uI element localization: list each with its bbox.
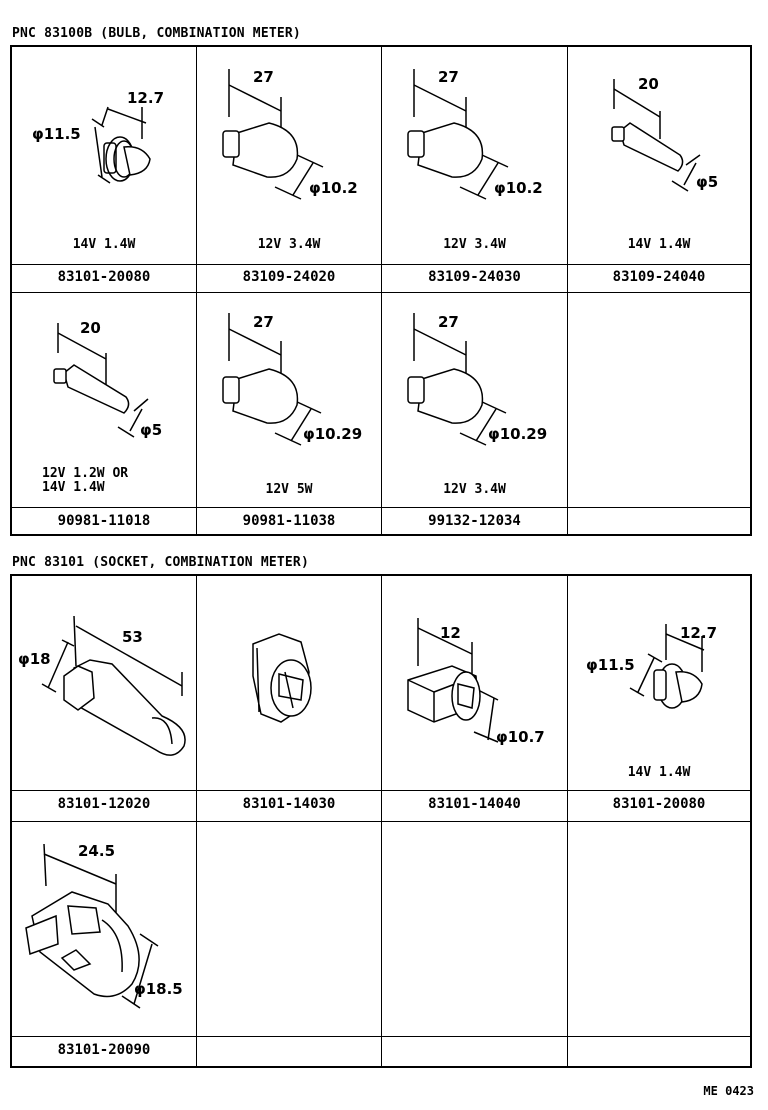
dim-length-1: 12.7 <box>127 89 164 107</box>
socket-cell-6-empty <box>197 822 381 1066</box>
bulb-spec-5: 12V 1.2W OR 14V 1.4W <box>42 466 129 495</box>
bulb-cell-7: 27 φ10.29 12V 3.4W 99132-12034 <box>382 293 567 534</box>
bulb-illustration-7: 27 φ10.29 <box>407 313 547 446</box>
bulb-part-number-2[interactable]: 83109-24020 <box>242 269 336 285</box>
socket-cell-2: 83101-14030 <box>197 576 381 821</box>
socket-illustration-4: 12.7 φ11.5 <box>586 624 717 709</box>
socket-spec-4: 14V 1.4W <box>627 765 691 780</box>
socket-dim-diameter-3: φ10.7 <box>496 728 545 746</box>
bulb-spec-4: 14V 1.4W <box>627 237 691 252</box>
socket-dim-length-4: 12.7 <box>680 624 717 642</box>
socket-illustration-2 <box>252 633 312 723</box>
socket-part-number-5[interactable]: 83101-20090 <box>57 1042 151 1058</box>
socket-dim-diameter-4: φ11.5 <box>586 656 635 674</box>
bulb-spec-2: 12V 3.4W <box>257 237 321 252</box>
bulb-cell-2: 27 φ10.2 12V 3.4W 83109-24020 <box>197 47 381 292</box>
bulb-spec-7: 12V 3.4W <box>443 482 506 497</box>
dim-length-6: 27 <box>253 313 274 331</box>
socket-cell-4: 12.7 φ11.5 14V 1.4W 83101-20080 <box>568 576 750 821</box>
bulb-illustration-4: 20 φ5 <box>611 75 718 192</box>
bulb-cell-5: 20 φ5 12V 1.2W OR 14V 1.4W 90981-11018 <box>12 293 196 534</box>
socket-grid: 53 φ18 83101-12020 83101-14030 <box>10 574 752 1068</box>
socket-cell-1: 53 φ18 83101-12020 <box>12 576 196 821</box>
dim-diameter-4: φ5 <box>696 173 718 191</box>
socket-illustration-5: 24.5 φ18.5 <box>25 842 183 1009</box>
dim-diameter-2: φ10.2 <box>309 179 358 197</box>
dim-length-7: 27 <box>438 313 459 331</box>
bulb-part-number-7[interactable]: 99132-12034 <box>428 513 521 529</box>
bulb-illustration-5: 20 φ5 <box>53 319 162 439</box>
bulb-illustration-3: 27 φ10.2 <box>407 68 543 200</box>
bulb-part-number-6[interactable]: 90981-11038 <box>242 513 336 529</box>
socket-cell-7-empty <box>382 822 567 1066</box>
socket-cell-8-empty <box>568 822 750 1066</box>
socket-part-number-3[interactable]: 83101-14040 <box>428 796 521 812</box>
dim-diameter-6: φ10.29 <box>303 425 362 443</box>
bulb-spec-6: 12V 5W <box>265 482 313 497</box>
bulb-illustration-1: 12.7 φ11.5 <box>32 89 164 184</box>
dim-diameter-1: φ11.5 <box>32 125 81 143</box>
dim-diameter-3: φ10.2 <box>494 179 543 197</box>
bulb-part-number-1[interactable]: 83101-20080 <box>57 269 151 285</box>
dim-length-2: 27 <box>253 68 274 86</box>
socket-dim-diameter-5: φ18.5 <box>134 980 183 998</box>
dim-diameter-5: φ5 <box>140 421 162 439</box>
socket-illustration-3: 12 φ10.7 <box>407 618 545 746</box>
socket-section-title: PNC 83101 (SOCKET, COMBINATION METER) <box>12 555 309 570</box>
bulb-part-number-3[interactable]: 83109-24030 <box>428 269 521 285</box>
dim-diameter-7: φ10.29 <box>488 425 547 443</box>
bulb-section-title: PNC 83100B (BULB, COMBINATION METER) <box>12 26 301 41</box>
socket-cell-5: 24.5 φ18.5 83101-20090 <box>12 822 196 1066</box>
socket-part-number-4[interactable]: 83101-20080 <box>612 796 706 812</box>
dim-length-3: 27 <box>438 68 459 86</box>
bulb-cell-6: 27 φ10.29 12V 5W 90981-11038 <box>197 293 381 534</box>
dim-length-4: 20 <box>638 75 659 93</box>
dim-length-5: 20 <box>80 319 101 337</box>
bulb-grid: 12.7 φ11.5 14V 1.4W 83101-20080 27 φ10.2… <box>10 45 752 536</box>
socket-cell-3: 12 φ10.7 83101-14040 <box>382 576 567 821</box>
bulb-illustration-6: 27 φ10.29 <box>222 313 362 446</box>
bulb-cell-1: 12.7 φ11.5 14V 1.4W 83101-20080 <box>12 47 196 292</box>
bulb-spec-3: 12V 3.4W <box>443 237 506 252</box>
document-code: ME 0423 <box>703 1084 754 1098</box>
socket-illustration-1: 53 φ18 <box>18 615 186 756</box>
bulb-part-number-4[interactable]: 83109-24040 <box>612 269 706 285</box>
socket-dim-diameter-1: φ18 <box>18 650 51 668</box>
bulb-cell-8-empty <box>568 293 750 534</box>
bulb-part-number-5[interactable]: 90981-11018 <box>57 513 151 529</box>
socket-dim-length-5: 24.5 <box>78 842 115 860</box>
bulb-spec-1: 14V 1.4W <box>72 237 136 252</box>
socket-part-number-2[interactable]: 83101-14030 <box>242 796 336 812</box>
socket-dim-length-1: 53 <box>122 628 143 646</box>
bulb-cell-4: 20 φ5 14V 1.4W 83109-24040 <box>568 47 750 292</box>
bulb-cell-3: 27 φ10.2 12V 3.4W 83109-24030 <box>382 47 567 292</box>
socket-dim-length-3: 12 <box>440 624 461 642</box>
bulb-illustration-2: 27 φ10.2 <box>222 68 358 200</box>
socket-part-number-1[interactable]: 83101-12020 <box>57 796 151 812</box>
